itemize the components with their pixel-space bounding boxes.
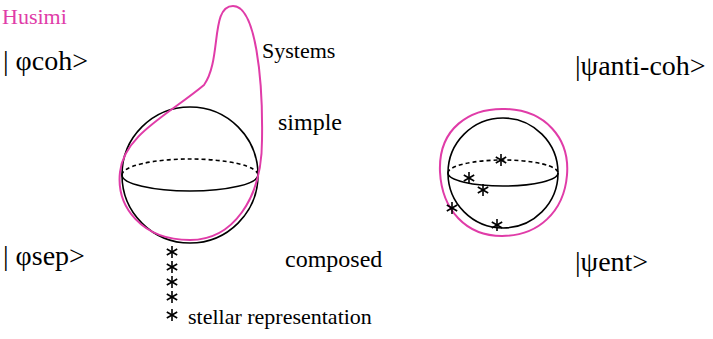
system-label: simple xyxy=(278,110,342,134)
star-point xyxy=(167,246,177,258)
star-point xyxy=(492,219,502,231)
star-stroke xyxy=(167,279,177,285)
husimi-contour xyxy=(120,6,262,240)
star-stroke xyxy=(464,175,474,181)
star-point xyxy=(167,291,177,303)
bloch-sphere xyxy=(122,107,258,243)
star-stroke xyxy=(492,222,502,228)
sphere-equator-back xyxy=(122,159,258,175)
sphere-equator xyxy=(448,173,558,186)
star-stroke xyxy=(496,157,506,163)
star-point xyxy=(496,154,506,166)
state-label: |ψanti-coh> xyxy=(575,52,706,80)
star-stroke xyxy=(167,279,177,285)
system-label: composed xyxy=(285,247,382,271)
star-points xyxy=(167,154,506,321)
star-point xyxy=(167,276,177,288)
star-stroke xyxy=(167,294,177,300)
star-stroke xyxy=(167,264,177,270)
star-stroke xyxy=(167,264,177,270)
caption-label: stellar representation xyxy=(188,306,372,328)
star-stroke xyxy=(464,175,474,181)
state-label: |ψent> xyxy=(575,248,648,276)
star-stroke xyxy=(478,187,488,193)
husimi-contour xyxy=(440,109,567,236)
sphere-equator xyxy=(122,175,258,191)
star-stroke xyxy=(496,157,506,163)
star-stroke xyxy=(167,294,177,300)
heading-label: Systems xyxy=(262,40,335,62)
state-label: | φsep> xyxy=(3,242,85,270)
star-point xyxy=(464,172,474,184)
star-stroke xyxy=(478,187,488,193)
star-stroke xyxy=(167,249,177,255)
star-point xyxy=(478,184,488,196)
star-stroke xyxy=(167,312,177,318)
star-stroke xyxy=(447,205,457,211)
star-stroke xyxy=(447,205,457,211)
state-label: | φcoh> xyxy=(3,47,88,75)
star-stroke xyxy=(167,249,177,255)
star-point xyxy=(167,261,177,273)
star-point xyxy=(167,309,177,321)
star-stroke xyxy=(492,222,502,228)
husimi-label: Husimi xyxy=(2,6,67,28)
star-point xyxy=(447,202,457,214)
bloch-sphere xyxy=(448,118,558,228)
star-stroke xyxy=(167,312,177,318)
